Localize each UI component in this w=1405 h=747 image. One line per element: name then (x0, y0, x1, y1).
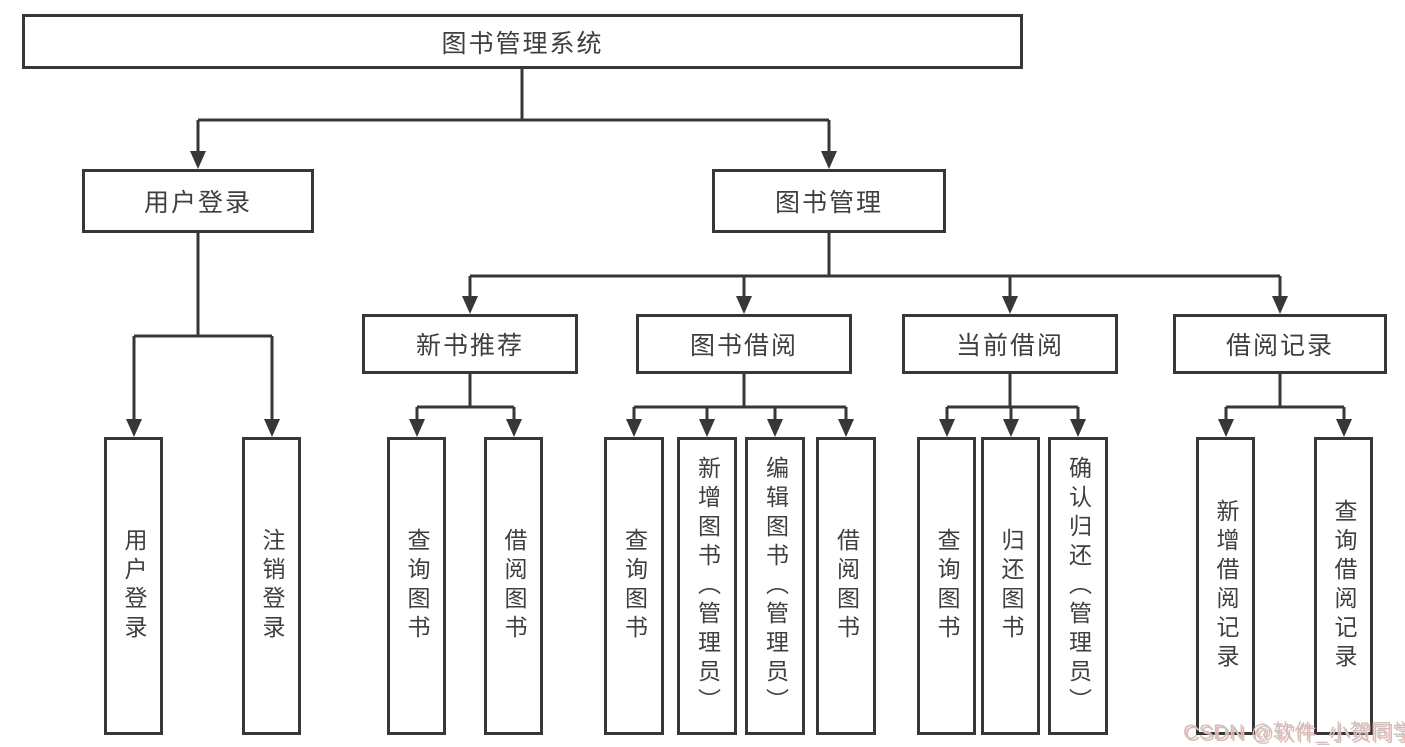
arrowhead-down-icon (264, 419, 280, 437)
arrowhead-down-icon (838, 419, 854, 437)
arrowhead-down-icon (190, 151, 206, 169)
arrowhead-down-icon (767, 419, 783, 437)
node-new-book-recommend: 新书推荐 (362, 314, 578, 374)
node-label: 用户登录 (143, 189, 252, 217)
node-borrowing-records: 借阅记录 (1173, 314, 1387, 374)
node-label: 新书推荐 (415, 332, 524, 360)
arrowhead-down-icon (1002, 296, 1018, 314)
node-label: 查询借阅记录 (1331, 499, 1357, 673)
arrowhead-down-icon (1336, 419, 1352, 437)
leaf-borrow-books-recommend: 借阅图书 (484, 437, 543, 735)
leaf-query-books-current: 查询图书 (917, 437, 976, 735)
leaf-confirm-return-admin: 确认归还（管理员） (1048, 437, 1108, 735)
leaf-add-book-admin: 新增图书（管理员） (677, 437, 737, 735)
node-label: 当前借阅 (955, 332, 1064, 360)
node-label: 图书管理 (774, 189, 883, 217)
node-label: 编辑图书（管理员） (762, 455, 789, 717)
arrowhead-down-icon (1070, 419, 1086, 437)
arrowhead-down-icon (1003, 419, 1019, 437)
node-label: 查询图书 (621, 528, 648, 644)
csdn-watermark: CSDN @软件_小贺同学 (1183, 721, 1405, 744)
leaf-add-borrow-record: 新增借阅记录 (1196, 437, 1255, 735)
leaf-query-borrow-record: 查询借阅记录 (1314, 437, 1373, 735)
arrowhead-down-icon (939, 419, 955, 437)
node-book-management: 图书管理 (712, 169, 946, 233)
arrowhead-down-icon (736, 296, 752, 314)
leaf-user-login: 用户登录 (104, 437, 163, 735)
leaf-return-books: 归还图书 (981, 437, 1040, 735)
node-user-login: 用户登录 (82, 169, 314, 233)
leaf-query-books-recommend: 查询图书 (387, 437, 446, 735)
arrowhead-down-icon (506, 419, 522, 437)
leaf-query-books-borrowing: 查询图书 (604, 437, 664, 735)
node-label: 图书管理系统 (441, 29, 604, 58)
arrowhead-down-icon (626, 419, 642, 437)
arrowhead-down-icon (821, 151, 837, 169)
arrowhead-down-icon (462, 296, 478, 314)
arrowhead-down-icon (1218, 419, 1234, 437)
arrowhead-down-icon (126, 419, 142, 437)
node-label: 用户登录 (121, 528, 147, 644)
node-library-system-root: 图书管理系统 (22, 14, 1023, 69)
node-label: 图书借阅 (689, 332, 798, 360)
node-label: 确认归还（管理员） (1065, 455, 1092, 717)
node-current-borrowing: 当前借阅 (902, 314, 1118, 374)
node-label: 查询图书 (404, 528, 430, 644)
node-label: 注销登录 (259, 528, 285, 644)
leaf-edit-book-admin: 编辑图书（管理员） (745, 437, 805, 735)
node-label: 归还图书 (998, 528, 1024, 644)
arrowhead-down-icon (1272, 296, 1288, 314)
connector-path (132, 69, 1346, 427)
leaf-logout: 注销登录 (242, 437, 301, 735)
leaf-borrow-books-borrowing: 借阅图书 (816, 437, 876, 735)
arrowhead-down-icon (409, 419, 425, 437)
node-label: 新增图书（管理员） (694, 455, 721, 717)
node-label: 借阅记录 (1225, 332, 1334, 360)
node-label: 新增借阅记录 (1213, 499, 1239, 673)
node-label: 借阅图书 (501, 528, 527, 644)
node-label: 借阅图书 (833, 528, 860, 644)
node-book-borrowing: 图书借阅 (636, 314, 852, 374)
arrowhead-down-icon (699, 419, 715, 437)
node-label: 查询图书 (934, 528, 960, 644)
